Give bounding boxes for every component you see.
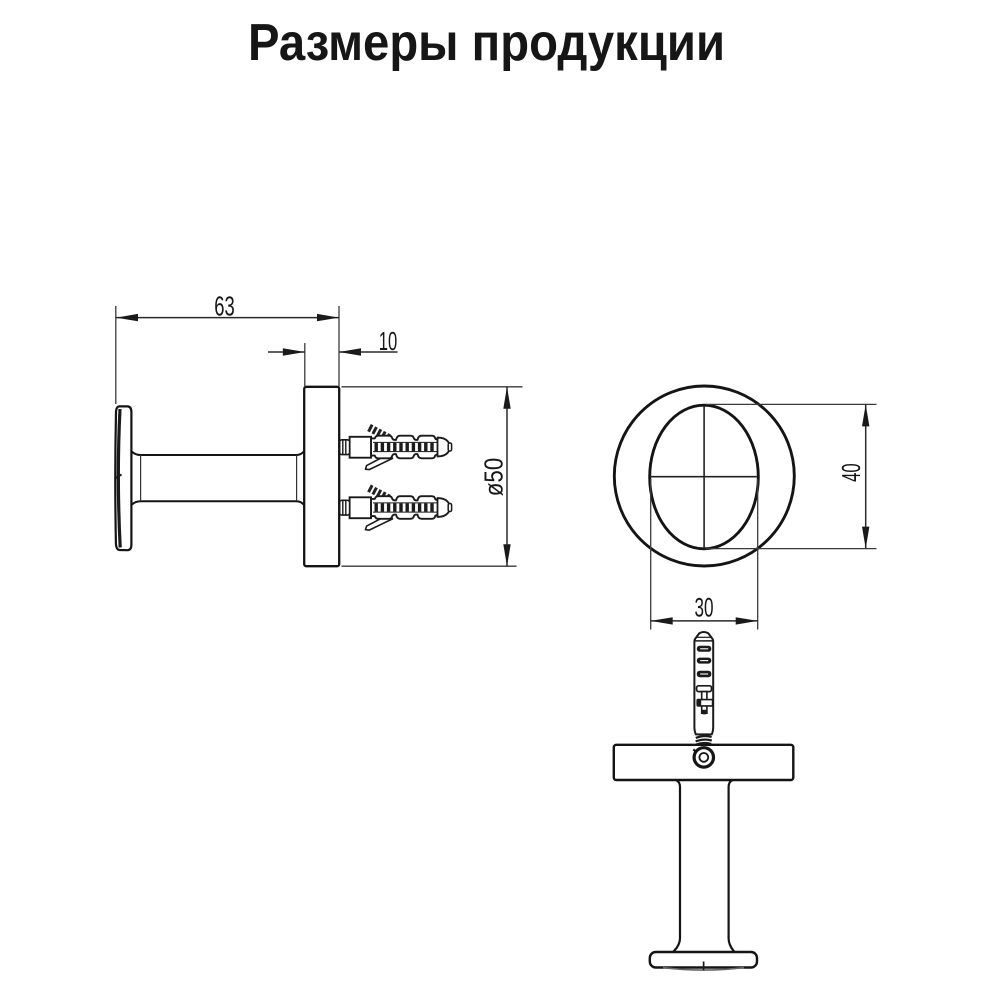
- svg-text:40: 40: [836, 463, 866, 482]
- svg-text:10: 10: [379, 326, 398, 356]
- svg-text:ø50: ø50: [479, 458, 509, 497]
- svg-text:Размеры продукции: Размеры продукции: [248, 13, 725, 71]
- svg-text:63: 63: [214, 291, 235, 322]
- svg-text:30: 30: [695, 593, 714, 623]
